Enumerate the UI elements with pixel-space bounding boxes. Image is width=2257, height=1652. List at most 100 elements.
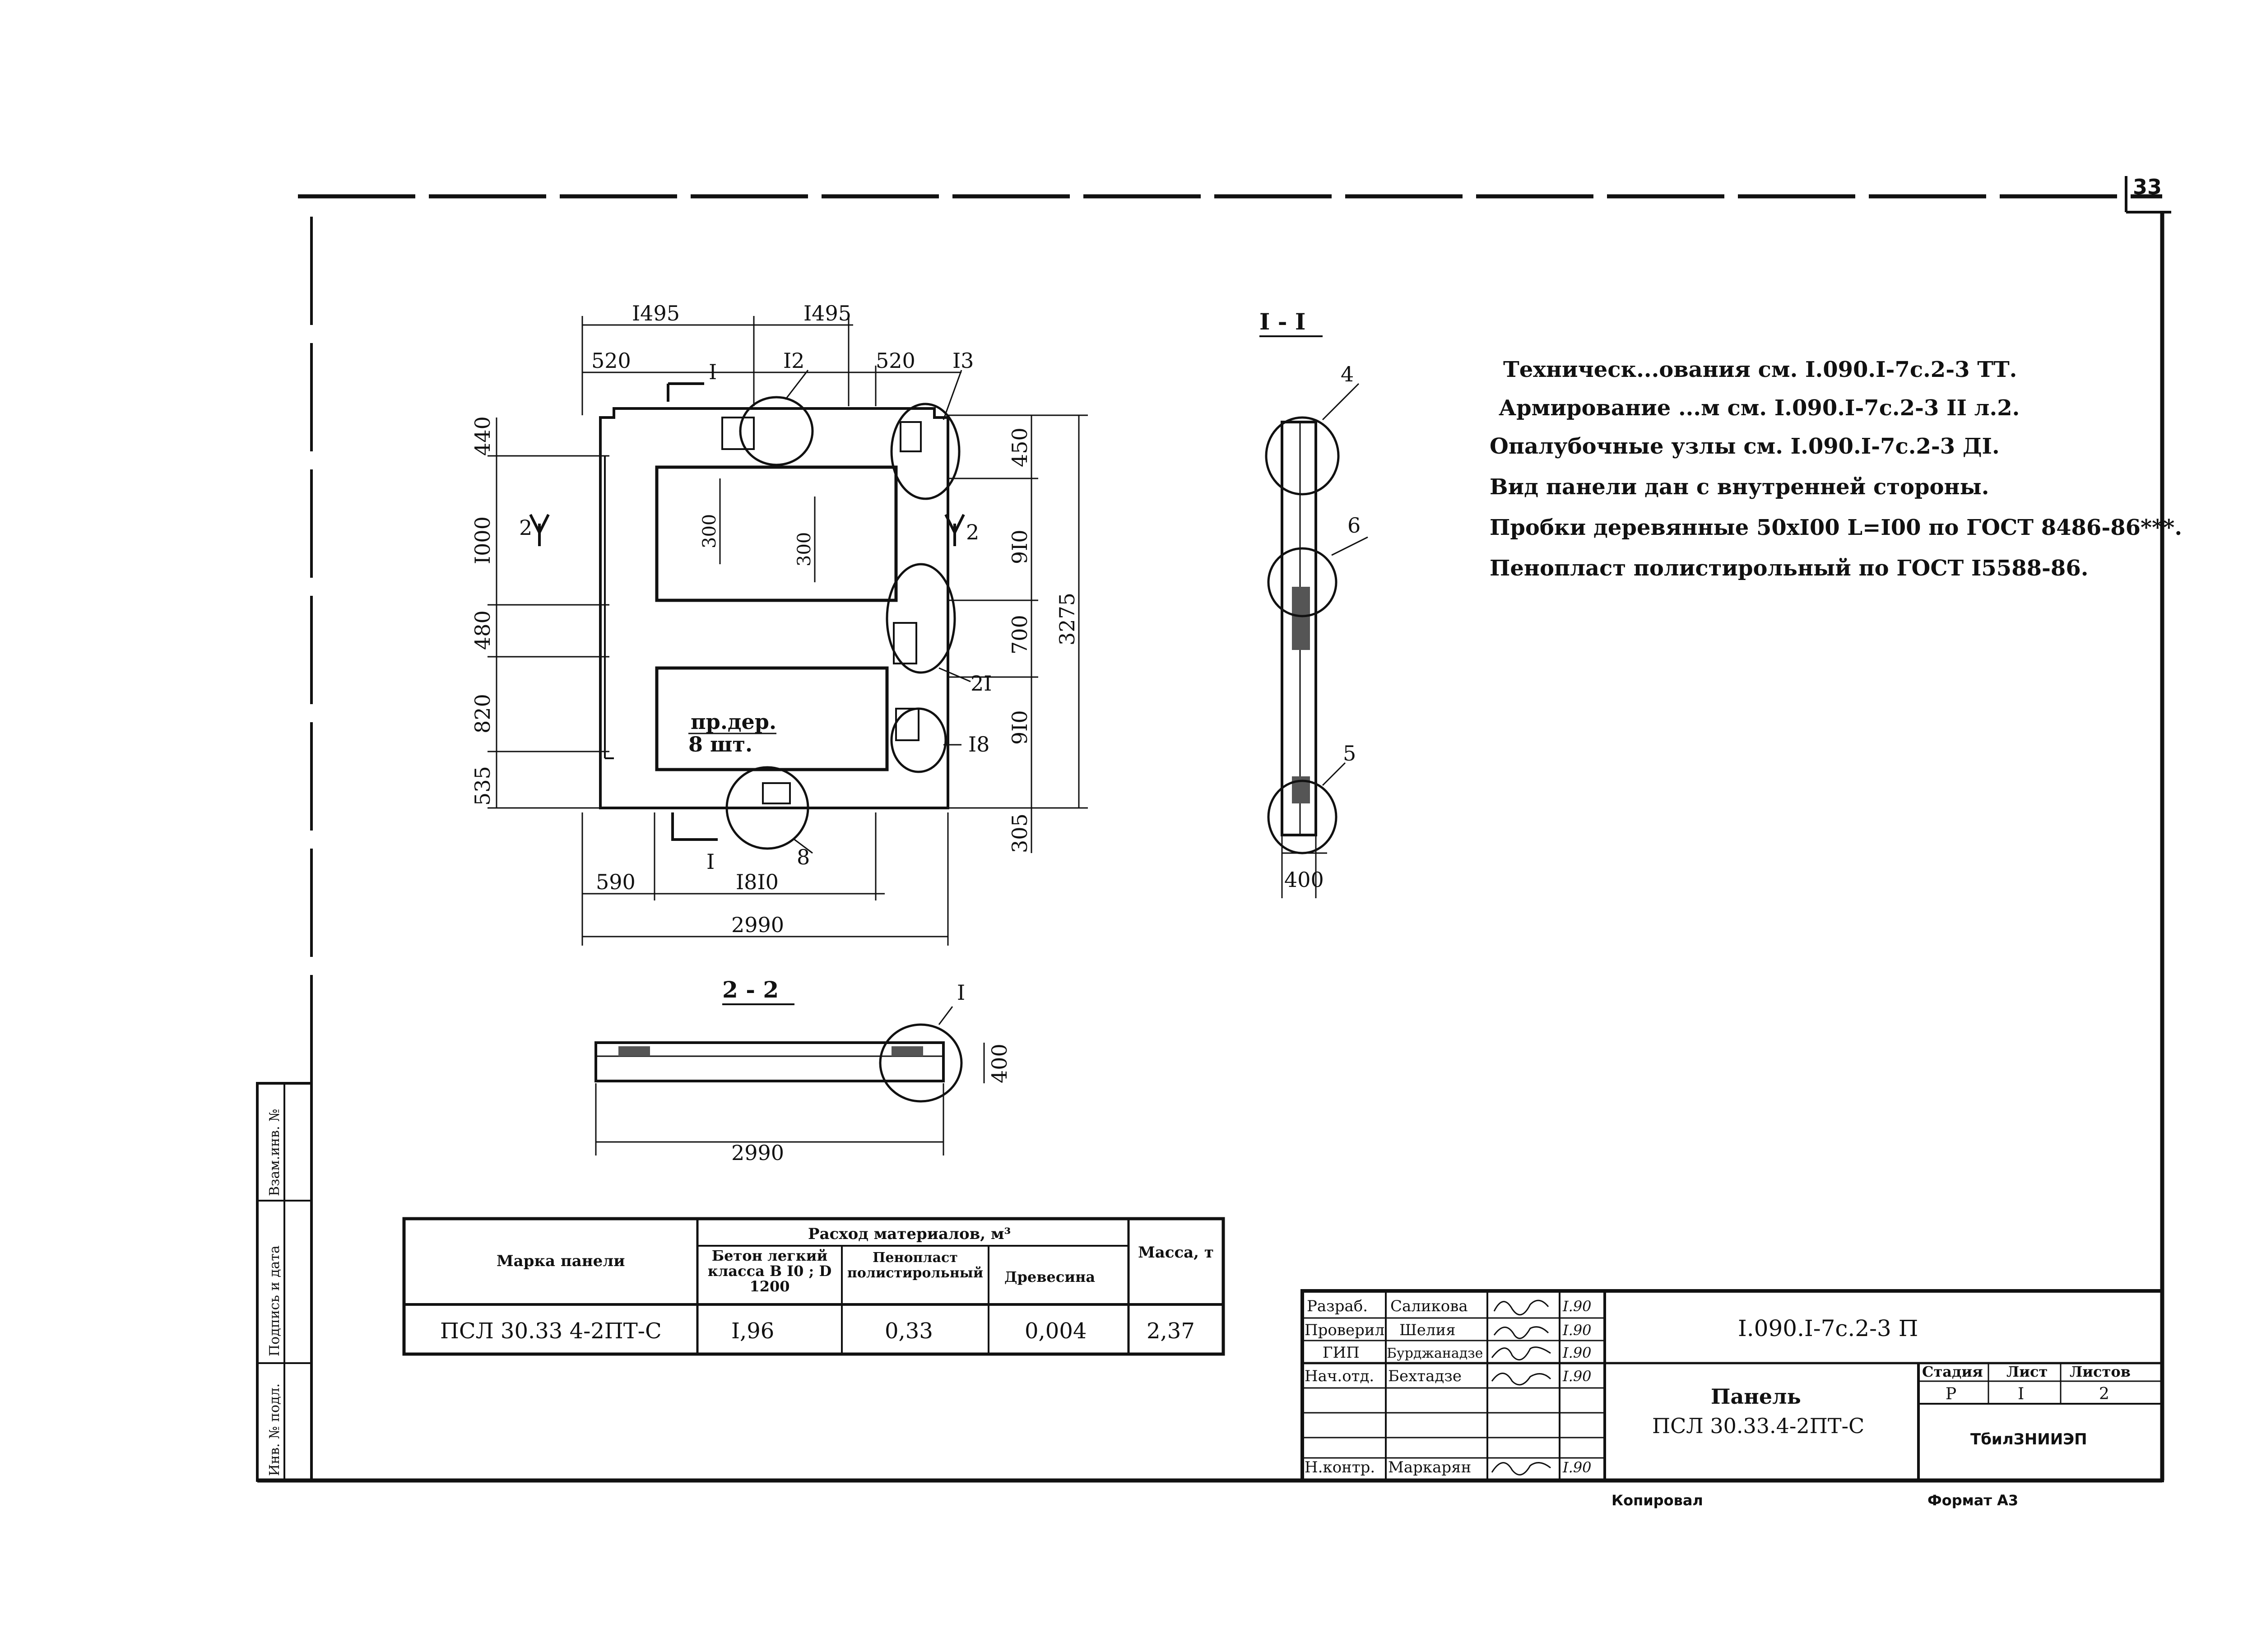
table-header-mass-wrap: Масса, т: [1138, 1244, 1214, 1262]
side-stamp: Инв. № подл. Подпись и дата Взам.инв. №: [256, 1082, 313, 1482]
tb-organization: ТбилЗНИИЭП: [1970, 1430, 2087, 1448]
overall-width-dim: 2990: [731, 913, 784, 937]
section-2-width: 2990: [731, 1141, 784, 1165]
left-dim-820: 820: [470, 694, 495, 733]
note-1: Техническ...ования см. I.090.I-7с.2-3 ТТ…: [1503, 357, 2017, 382]
bottom-dim-590: 590: [596, 870, 636, 894]
callout-label-13: I3: [952, 348, 974, 373]
left-dim-480: 480: [470, 610, 495, 650]
edge-dim-right: 520: [876, 348, 915, 373]
table-header-mark: Марка панели: [497, 1252, 625, 1270]
table-header-mass: Масса, т: [1138, 1244, 1214, 1262]
callout-label-12: I2: [783, 348, 804, 373]
table-header-concrete: Бетон легкий класса В I0 ; D 1200: [707, 1248, 832, 1295]
table-header-foam-wrap: Пенопласт полистирольный: [847, 1250, 984, 1281]
note-2: Армирование ...м см. I.090.I-7с.2-3 II л…: [1499, 395, 2020, 421]
right-dim-700: 700: [1008, 615, 1032, 654]
tb-stage-label: Стадия: [1922, 1363, 1983, 1380]
side-stamp-replace-label: Взам.инв. №: [267, 1109, 283, 1196]
section-mark-left: 2: [519, 515, 532, 540]
table-header-foam: Пенопласт полистирольный: [847, 1250, 984, 1281]
tb-title-1: Панель: [1711, 1384, 1801, 1409]
callout-label-8: 8: [797, 845, 810, 869]
table-cell-foam: 0,33: [885, 1318, 933, 1344]
right-dim-910a: 9I0: [1008, 529, 1032, 564]
section-mark-bottom: I: [706, 849, 715, 874]
insulation-hatch: [1292, 587, 1310, 650]
note-5: Пробки деревянные 50хI00 L=I00 по ГОСТ 8…: [1490, 515, 2182, 540]
plug-note-1: пр.дер.: [691, 710, 776, 734]
signature-1: [1493, 1299, 1549, 1316]
tb-date-1: I.90: [1562, 1298, 1592, 1315]
tb-role-2: Проверил: [1305, 1321, 1384, 1339]
inner-dim-2: 300: [794, 532, 815, 566]
table-cell-wood: 0,004: [1025, 1318, 1087, 1344]
section-1-callout-5: 5: [1343, 741, 1356, 766]
table-header-concrete-wrap: Бетон легкий класса В I0 ; D 1200: [707, 1248, 832, 1295]
callout-circle-8: [725, 766, 809, 850]
right-dim-450: 450: [1008, 427, 1032, 467]
right-dim-305: 305: [1008, 813, 1032, 853]
top-dim-left: I495: [632, 301, 680, 325]
tb-name-3: Бурджанадзе: [1387, 1346, 1483, 1361]
note-4: Вид панели дан с внутренней стороны.: [1490, 474, 1989, 500]
tb-name-7: Маркарян: [1388, 1458, 1471, 1476]
panel-plan-view: 300 300 пр.дер. 8 шт. I2 I3 2I I8 8 I I …: [470, 301, 1088, 946]
tb-date-7: I.90: [1562, 1459, 1592, 1476]
callout-label-18: I8: [968, 732, 989, 756]
plug-note-2: 8 шт.: [688, 732, 752, 756]
section-1-callout-6: 6: [1347, 513, 1361, 538]
section-1-view: I - I 4 6 5 400: [1259, 308, 1368, 898]
opening-bottom: [655, 666, 889, 771]
signature-3: [1491, 1346, 1551, 1360]
section-1-title: I - I: [1259, 308, 1305, 335]
callout-label-21: 2I: [971, 671, 992, 696]
side-stamp-sign-label: Подпись и дата: [267, 1245, 283, 1356]
table-cell-mass: 2,37: [1147, 1318, 1195, 1344]
tb-sheet: I: [2018, 1385, 2024, 1403]
section-mark-right: 2: [966, 520, 979, 544]
tb-name-1: Саликова: [1390, 1297, 1468, 1315]
tb-name-2: Шелия: [1399, 1321, 1456, 1339]
copied-label: Копировал: [1611, 1492, 1703, 1509]
tb-sheets: 2: [2099, 1385, 2109, 1403]
tb-sheets-label: Листов: [2070, 1363, 2131, 1380]
section-2-view: 2 - 2 I 400 2990: [594, 976, 1012, 1165]
callout-circle-21: [886, 563, 956, 674]
table-cell-mark: ПСЛ 30.33 4-2ПТ-С: [440, 1318, 662, 1344]
signature-2: [1493, 1326, 1549, 1339]
tb-sheet-label: Лист: [2006, 1363, 2048, 1380]
section-2-title: 2 - 2: [722, 976, 779, 1003]
section-1-callout-4: 4: [1341, 362, 1354, 386]
edge-dim-left: 520: [591, 348, 631, 373]
tb-date-4: I.90: [1562, 1368, 1592, 1385]
bottom-dim-1810: I8I0: [736, 870, 779, 894]
left-dim-535: 535: [470, 766, 495, 806]
left-dim-440: 440: [470, 416, 495, 456]
tb-role-3: ГИП: [1323, 1344, 1360, 1362]
signature-4: [1491, 1373, 1551, 1386]
page-number: 33: [2133, 175, 2162, 199]
notes-block: Техническ...ования см. I.090.I-7с.2-3 ТТ…: [1490, 357, 2182, 581]
tb-name-4: Бехтадзе: [1388, 1367, 1462, 1385]
overall-height-dim: 3275: [1055, 593, 1079, 645]
table-header-wood: Древесина: [1004, 1268, 1095, 1285]
callout-circle-12: [739, 396, 814, 466]
tb-doc-code: I.090.I-7с.2-3 П: [1738, 1315, 1918, 1341]
right-dim-910b: 9I0: [1008, 710, 1032, 745]
table-cell-concrete: I,96: [731, 1318, 774, 1344]
note-3: Опалубочные узлы см. I.090.I-7с.2-3 ДI.: [1490, 434, 2000, 459]
opening-top: [655, 465, 898, 602]
tb-stage: Р: [1946, 1385, 1956, 1403]
section-2-callout: I: [957, 980, 965, 1005]
section-1-thickness: 400: [1284, 868, 1324, 892]
section-2-thickness: 400: [987, 1044, 1012, 1083]
callout-circle-13: [890, 403, 961, 500]
top-dim-right: I495: [803, 301, 851, 325]
note-6: Пенопласт полистирольный по ГОСТ I5588-8…: [1490, 556, 2088, 581]
tb-date-2: I.90: [1562, 1322, 1592, 1339]
table-header-group: Расход материалов, м³: [808, 1225, 1011, 1243]
inner-dim-1: 300: [699, 514, 720, 548]
side-stamp-inv-label: Инв. № подл.: [267, 1383, 283, 1476]
